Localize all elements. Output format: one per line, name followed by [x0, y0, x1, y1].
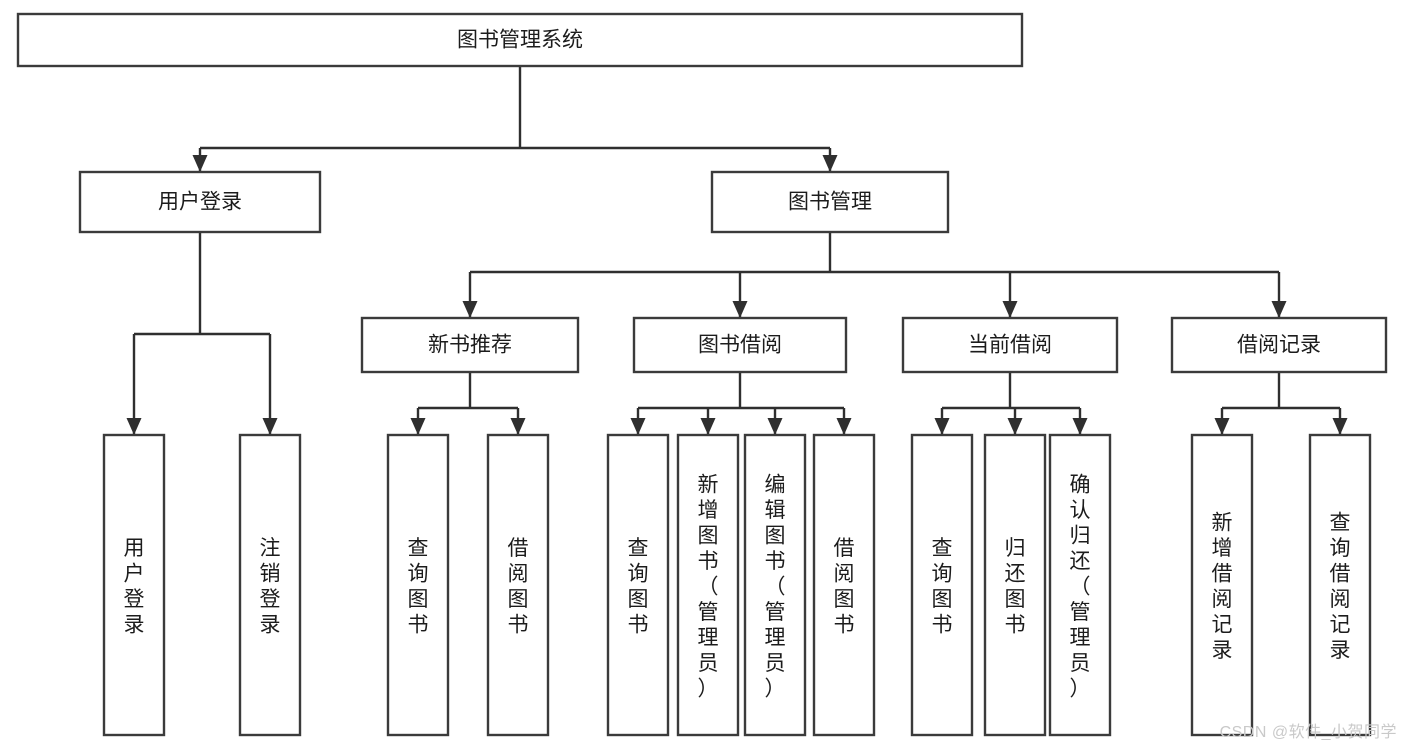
node-bb-add-book[interactable]: 新增图书（管理员）	[676, 433, 740, 737]
node-label: 用户登录	[158, 191, 242, 214]
arrow-head-icon	[126, 418, 142, 435]
node-nbr-borrow-book[interactable]: 借阅图书	[486, 433, 550, 737]
node-box	[78, 170, 322, 234]
node-box	[360, 316, 580, 374]
node-label: 图书管理	[788, 191, 872, 214]
node-box	[743, 433, 807, 737]
node-label: 查询图书	[408, 537, 429, 637]
node-bb-query-book[interactable]: 查询图书	[606, 433, 670, 737]
node-box	[238, 433, 302, 737]
node-box	[606, 433, 670, 737]
node-label: 用户登录	[124, 537, 145, 637]
node-box	[1308, 433, 1372, 737]
node-label: 新增借阅记录	[1212, 512, 1233, 663]
arrow-head-icon	[1007, 418, 1023, 435]
node-bb-borrow-book[interactable]: 借阅图书	[812, 433, 876, 737]
node-cb-query-book[interactable]: 查询图书	[910, 433, 974, 737]
node-box	[1190, 433, 1254, 737]
node-box	[486, 433, 550, 737]
arrow-head-icon	[1332, 418, 1348, 435]
node-nbr-query-book[interactable]: 查询图书	[386, 433, 450, 737]
node-cb-return-book[interactable]: 归还图书	[983, 433, 1047, 737]
arrow-head-icon	[1002, 301, 1018, 318]
arrow-head-icon	[262, 418, 278, 435]
node-cb-confirm-return[interactable]: 确认归还（管理员）	[1048, 433, 1112, 737]
node-label: 借阅图书	[508, 537, 529, 637]
node-bb-edit-book[interactable]: 编辑图书（管理员）	[743, 433, 807, 737]
node-label: 确认归还（管理员）	[1070, 473, 1091, 700]
node-box	[632, 316, 848, 374]
arrow-head-icon	[462, 301, 478, 318]
arrow-head-icon	[767, 418, 783, 435]
node-user-logout[interactable]: 注销登录	[238, 433, 302, 737]
arrow-head-icon	[1072, 418, 1088, 435]
arrow-head-icon	[1214, 418, 1230, 435]
node-box	[102, 433, 166, 737]
arrow-head-icon	[192, 155, 208, 172]
node-label: 图书借阅	[698, 334, 782, 357]
node-box	[812, 433, 876, 737]
node-br-query-record[interactable]: 查询借阅记录	[1308, 433, 1372, 737]
node-box	[910, 433, 974, 737]
node-label: 查询图书	[932, 537, 953, 637]
arrow-head-icon	[630, 418, 646, 435]
node-box	[1048, 433, 1112, 737]
arrow-head-icon	[700, 418, 716, 435]
node-label: 借阅记录	[1237, 334, 1321, 357]
csdn-watermark: CSDN @软件_小贺同学	[1219, 724, 1397, 741]
node-label: 图书管理系统	[457, 29, 583, 52]
node-box	[710, 170, 950, 234]
arrow-head-icon	[410, 418, 426, 435]
node-box	[1170, 316, 1388, 374]
node-current-borrow[interactable]: 当前借阅	[901, 316, 1119, 374]
arrow-head-icon	[732, 301, 748, 318]
node-box	[16, 12, 1024, 68]
node-new-book-recommend[interactable]: 新书推荐	[360, 316, 580, 374]
node-label: 查询图书	[628, 537, 649, 637]
node-label: 编辑图书（管理员）	[765, 473, 786, 700]
node-label: 查询借阅记录	[1330, 512, 1351, 663]
node-label: 新增图书（管理员）	[698, 473, 719, 700]
node-book-borrow[interactable]: 图书借阅	[632, 316, 848, 374]
node-borrow-record[interactable]: 借阅记录	[1170, 316, 1388, 374]
arrow-head-icon	[822, 155, 838, 172]
node-book-management[interactable]: 图书管理	[710, 170, 950, 234]
node-label: 新书推荐	[428, 334, 512, 357]
arrow-head-icon	[934, 418, 950, 435]
arrow-head-icon	[836, 418, 852, 435]
node-user-login[interactable]: 用户登录	[78, 170, 322, 234]
node-box	[901, 316, 1119, 374]
node-root[interactable]: 图书管理系统	[16, 12, 1024, 68]
node-label: 借阅图书	[834, 537, 855, 637]
node-user-login-do[interactable]: 用户登录	[102, 433, 166, 737]
node-label: 注销登录	[260, 537, 281, 637]
node-box	[676, 433, 740, 737]
node-label: 归还图书	[1005, 537, 1026, 637]
node-br-add-record[interactable]: 新增借阅记录	[1190, 433, 1254, 737]
arrow-head-icon	[510, 418, 526, 435]
node-box	[983, 433, 1047, 737]
node-label: 当前借阅	[968, 334, 1052, 357]
arrow-head-icon	[1271, 301, 1287, 318]
node-box	[386, 433, 450, 737]
